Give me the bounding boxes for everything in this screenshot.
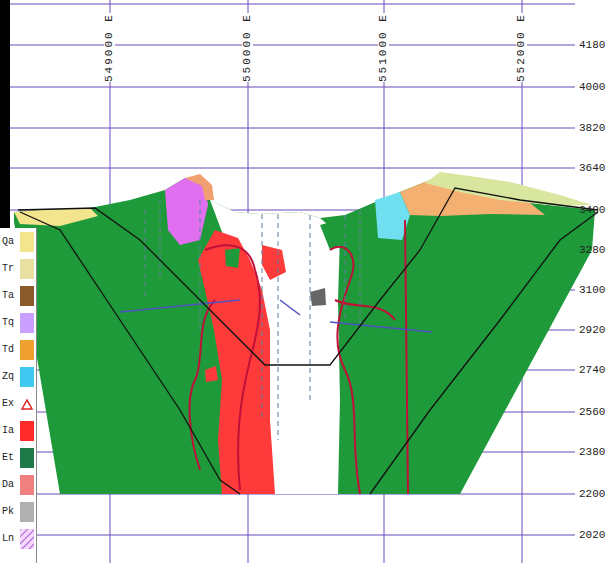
legend-text: Qa xyxy=(0,236,20,247)
elevation-label: 4000 xyxy=(579,82,605,93)
legend-text: Tr xyxy=(0,263,20,274)
legend-row: Tr xyxy=(0,255,36,282)
legend-row: Ta xyxy=(0,282,36,309)
legend-text: Ia xyxy=(0,425,20,436)
drill-traces xyxy=(120,300,432,332)
legend-swatch xyxy=(20,232,34,252)
unit-tq xyxy=(165,178,208,245)
elevation-label: 2740 xyxy=(579,365,605,376)
legend-swatch xyxy=(20,259,34,279)
elevation-label: 3400 xyxy=(579,205,605,216)
legend-text: Et xyxy=(0,452,20,463)
easting-label: 551000 E xyxy=(378,13,389,82)
legend-swatch xyxy=(20,421,34,441)
unit-qa xyxy=(14,208,98,226)
legend-swatch xyxy=(20,313,34,333)
easting-label: 550000 E xyxy=(242,13,253,82)
elevation-label: 4180 xyxy=(579,40,605,51)
legend-swatch xyxy=(20,448,34,468)
unit-td xyxy=(185,174,214,200)
elevation-label: 3100 xyxy=(579,285,605,296)
easting-label: 552000 E xyxy=(516,13,527,82)
legend-text: Ex xyxy=(0,398,20,409)
legend-row: Et xyxy=(0,444,36,471)
elevation-label: 2920 xyxy=(579,325,605,336)
legend-row: Ln xyxy=(0,525,36,552)
legend-text: Zq xyxy=(0,371,20,382)
legend-panel: QaTrTaTqTdZqExIaEtDaPkLn xyxy=(0,228,37,563)
elevation-label: 3820 xyxy=(579,123,605,134)
legend-symbol xyxy=(20,394,34,414)
legend-text: Pk xyxy=(0,506,20,517)
intrusion xyxy=(198,230,275,494)
elevation-label: 2560 xyxy=(579,407,605,418)
legend-row: Tq xyxy=(0,309,36,336)
legend-text: Tq xyxy=(0,317,20,328)
legend-swatch xyxy=(20,286,34,306)
host-rock xyxy=(14,176,595,494)
elevation-label: 2380 xyxy=(579,447,605,458)
drillholes xyxy=(145,200,360,440)
legend-row: Zq xyxy=(0,363,36,390)
pit-outlines xyxy=(18,188,598,494)
intrusion-patch xyxy=(262,245,286,280)
legend-row: Ia xyxy=(0,417,36,444)
easting-label: 549000 E xyxy=(104,13,115,82)
elevation-label: 2200 xyxy=(579,489,605,500)
legend-row: Ex xyxy=(0,390,36,417)
legend-text: Ta xyxy=(0,290,20,301)
legend-row: Da xyxy=(0,471,36,498)
legend-swatch xyxy=(20,340,34,360)
elevation-label: 3640 xyxy=(579,163,605,174)
legend-text: Da xyxy=(0,479,20,490)
legend-swatch xyxy=(20,475,34,495)
elevation-label: 3280 xyxy=(579,245,605,256)
elevation-label: 2020 xyxy=(579,530,605,541)
legend-swatch xyxy=(20,367,34,387)
frame-strip xyxy=(0,0,10,230)
grade-contours xyxy=(190,220,408,494)
legend-text: Td xyxy=(0,344,20,355)
legend-row: Td xyxy=(0,336,36,363)
legend-row: Pk xyxy=(0,498,36,525)
legend-symbol xyxy=(20,529,34,549)
legend-text: Ln xyxy=(0,533,20,544)
unit-tr xyxy=(425,172,592,206)
legend-swatch xyxy=(20,502,34,522)
legend-row: Qa xyxy=(0,228,36,255)
